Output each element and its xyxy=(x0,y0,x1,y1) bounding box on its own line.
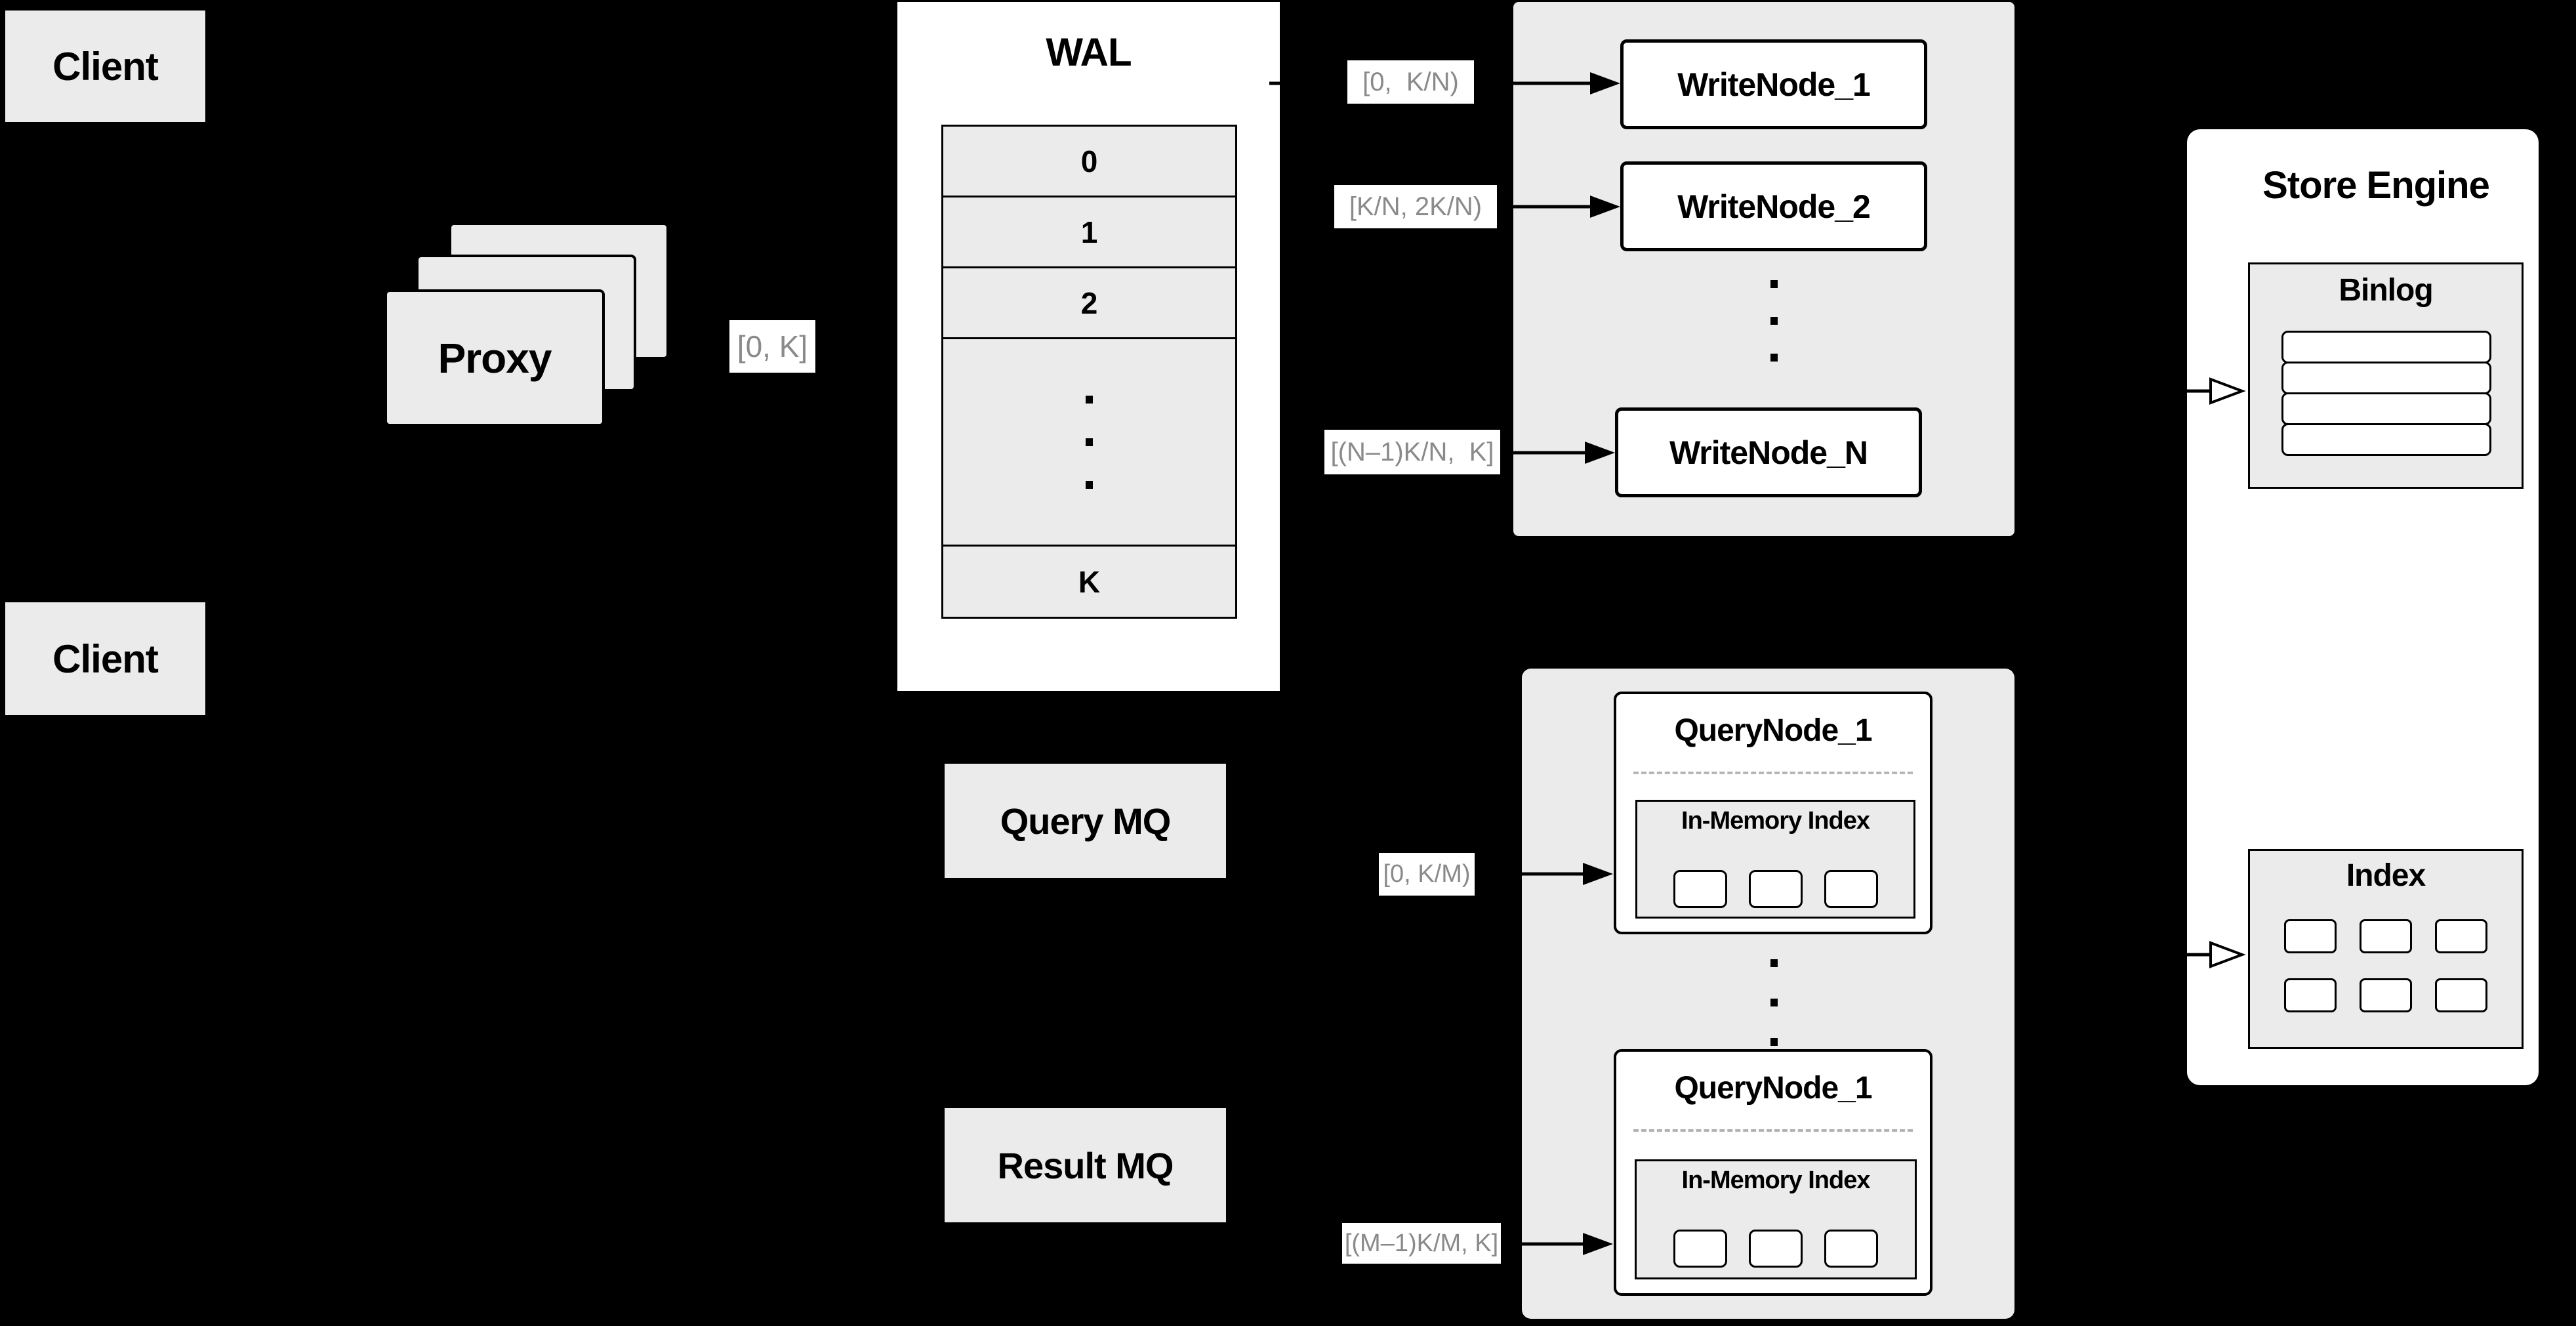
write-node-n-box: WriteNode_N xyxy=(1615,407,1922,497)
wal-row-ellipsis: . . . xyxy=(941,337,1237,547)
write-node-2-label: WriteNode_2 xyxy=(1677,188,1871,225)
store-engine-panel: Store Engine Binlog Index xyxy=(2187,129,2539,1085)
arrow-to-binlog-icon xyxy=(2125,377,2246,405)
binlog-title: Binlog xyxy=(2339,273,2433,308)
ellipsis-dot: . xyxy=(1770,354,1778,362)
in-memory-index-title: In-Memory Index xyxy=(1681,807,1870,835)
label-chip-writenode2-range: [K/N, 2K/N) xyxy=(1334,185,1497,228)
dashed-separator xyxy=(1633,772,1913,774)
binlog-rows xyxy=(2281,331,2491,456)
result-mq-box: Result MQ xyxy=(945,1108,1226,1222)
query-mq-label: Query MQ xyxy=(1000,800,1172,842)
memory-segment-cell xyxy=(1824,1230,1878,1268)
in-memory-index-box: In-Memory Index xyxy=(1635,800,1915,919)
vertical-ellipsis: . . . xyxy=(1770,959,1778,1046)
index-cell xyxy=(2360,919,2412,953)
vertical-ellipsis: . . . xyxy=(1086,395,1093,489)
result-mq-label: Result MQ xyxy=(997,1144,1174,1186)
query-node-1-box: QueryNode_1 In-Memory Index xyxy=(1614,692,1932,934)
ellipsis-dot: . xyxy=(1770,999,1778,1006)
binlog-row xyxy=(2281,423,2491,456)
memory-segment-row xyxy=(1637,870,1913,908)
binlog-box: Binlog xyxy=(2248,262,2524,489)
label-chip-querynode1-range: [0, K/M) xyxy=(1379,853,1475,896)
wal-panel: WAL 0 1 2 . . . K xyxy=(897,2,1280,691)
label-chip-querynode2-range: [(M–1)K/M, K] xyxy=(1342,1223,1501,1264)
client-box-bottom: Client xyxy=(5,602,205,715)
proxy-label: Proxy xyxy=(438,334,552,382)
client-box-top: Client xyxy=(5,10,205,122)
memory-segment-cell xyxy=(1673,1230,1727,1268)
vertical-ellipsis: . . . xyxy=(1770,280,1778,362)
store-engine-title: Store Engine xyxy=(2262,164,2490,207)
query-node-panel: QueryNode_1 In-Memory Index . . . QueryN… xyxy=(1522,669,2014,1319)
dashed-separator xyxy=(1633,1129,1913,1132)
label-chip-writenode-n-range: [(N–1)K/N, K] xyxy=(1324,430,1500,474)
memory-segment-row xyxy=(1637,1230,1915,1268)
write-node-2-box: WriteNode_2 xyxy=(1620,161,1927,251)
memory-segment-cell xyxy=(1749,1230,1803,1268)
query-mq-box: Query MQ xyxy=(945,764,1226,878)
wal-title: WAL xyxy=(1046,30,1132,74)
proxy-card-front: Proxy xyxy=(384,289,605,426)
write-node-n-label: WriteNode_N xyxy=(1669,434,1868,471)
query-node-2-box: QueryNode_1 In-Memory Index xyxy=(1614,1049,1932,1296)
index-cell xyxy=(2435,919,2487,953)
label-chip-proxy-to-wal: [0, K] xyxy=(729,320,815,373)
index-cell-row xyxy=(2250,978,2522,1012)
write-node-1-box: WriteNode_1 xyxy=(1620,39,1927,129)
memory-segment-cell xyxy=(1824,870,1878,908)
arrow-to-index-icon xyxy=(2125,941,2246,968)
ellipsis-dot: . xyxy=(1086,438,1093,446)
memory-segment-cell xyxy=(1673,870,1727,908)
memory-segment-cell xyxy=(1748,870,1803,908)
ellipsis-dot: . xyxy=(1086,395,1093,404)
client-bottom-label: Client xyxy=(52,636,159,681)
in-memory-index-box: In-Memory Index xyxy=(1635,1159,1917,1279)
write-node-1-label: WriteNode_1 xyxy=(1677,66,1871,103)
index-cell xyxy=(2360,978,2412,1012)
query-node-1-title: QueryNode_1 xyxy=(1674,713,1872,748)
wal-row-2: 2 xyxy=(941,266,1237,339)
wal-row-k: K xyxy=(941,545,1237,619)
index-cell xyxy=(2284,919,2337,953)
ellipsis-dot: . xyxy=(1770,317,1778,325)
ellipsis-dot: . xyxy=(1770,959,1778,967)
ellipsis-dot: . xyxy=(1770,280,1778,288)
binlog-row xyxy=(2281,392,2491,425)
index-box: Index xyxy=(2248,849,2524,1049)
label-chip-writenode1-range: [0, K/N) xyxy=(1347,60,1474,104)
ellipsis-dot: . xyxy=(1086,480,1093,489)
index-cell-row xyxy=(2250,919,2522,953)
client-top-label: Client xyxy=(52,44,159,89)
index-cell xyxy=(2284,978,2337,1012)
query-node-2-title: QueryNode_1 xyxy=(1674,1071,1872,1106)
in-memory-index-title: In-Memory Index xyxy=(1681,1167,1871,1194)
index-title: Index xyxy=(2346,858,2426,893)
wal-table: 0 1 2 . . . K xyxy=(941,125,1237,619)
ellipsis-dot: . xyxy=(1770,1038,1778,1046)
index-cell xyxy=(2435,978,2487,1012)
